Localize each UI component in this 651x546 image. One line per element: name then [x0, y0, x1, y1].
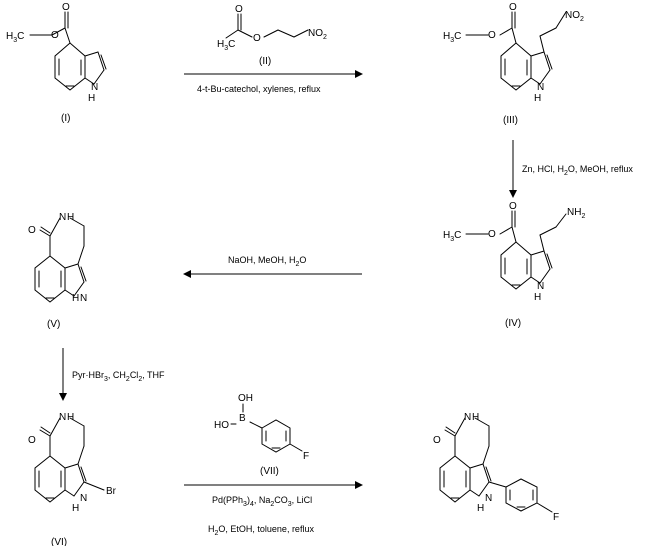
compound-III: H3C O O NO2 N H (III) — [443, 2, 584, 126]
arrow-step-2: Zn, HCl, H2O, MeOH, reflux — [509, 140, 633, 198]
f-label: F — [303, 451, 309, 462]
compound-I: H3C O O N H (I) — [6, 2, 107, 124]
h-label: H — [67, 212, 74, 223]
compound-III-label: (III) — [503, 115, 518, 126]
o-label: O — [433, 435, 441, 446]
compound-IV: H3C O O NH2 N H (IV) — [443, 201, 585, 329]
o-label: O — [509, 201, 517, 212]
compound-II-label: (II) — [259, 56, 271, 67]
oh-label: OH — [238, 393, 253, 404]
h3c-label: H3C — [443, 230, 461, 243]
h3c-label: H3C — [6, 31, 24, 44]
o-label: O — [235, 4, 243, 15]
n-label: N — [59, 212, 66, 223]
step1-conditions: 4-t-Bu-catechol, xylenes, reflux — [197, 84, 321, 94]
compound-V: O N H N H (V) — [28, 212, 87, 330]
o-label: O — [28, 225, 36, 236]
compound-IV-label: (IV) — [505, 318, 521, 329]
h-label: H — [67, 412, 74, 423]
o-label: O — [488, 30, 496, 41]
o-label: O — [51, 30, 59, 41]
nh2-label: NH2 — [567, 207, 585, 220]
h-label: H — [72, 503, 79, 514]
h-label: H — [72, 293, 79, 304]
o-label: O — [28, 435, 36, 446]
o-label: O — [253, 33, 261, 44]
compound-V-label: (V) — [47, 319, 60, 330]
f-label: F — [553, 512, 559, 523]
reagent-II: H3C O O NO2 (II) — [217, 4, 327, 67]
h-label: H — [534, 292, 541, 303]
compound-I-label: (I) — [61, 113, 70, 124]
compound-VI: O N H Br N H (VI) — [28, 412, 117, 546]
step2-conditions: Zn, HCl, H2O, MeOH, reflux — [522, 164, 633, 177]
n-label: N — [59, 412, 66, 423]
reagent-VII: OH B HO F (VII) — [214, 393, 309, 477]
step3-conditions: NaOH, MeOH, H2O — [228, 255, 306, 268]
n-label: N — [464, 412, 471, 423]
compound-product: O N H N H F — [433, 412, 559, 523]
n-label: N — [537, 281, 544, 292]
n-label: N — [80, 493, 87, 504]
compound-VI-label: (VI) — [51, 537, 67, 546]
step5-conditions-line1: Pd(PPh3)4, Na2CO3, LiCl — [212, 495, 312, 508]
o-label: O — [488, 229, 496, 240]
ho-label: HO — [214, 420, 229, 431]
arrow-step-4: Pyr·HBr3, CH2Cl2, THF — [59, 348, 165, 401]
h-label: H — [88, 93, 95, 104]
b-label: B — [239, 413, 246, 424]
o-label: O — [62, 2, 70, 13]
step5-conditions-line2: H2O, EtOH, toluene, reflux — [208, 524, 314, 537]
h-label: H — [534, 93, 541, 104]
br-label: Br — [106, 486, 117, 497]
arrow-step-5: Pd(PPh3)4, Na2CO3, LiCl H2O, EtOH, tolue… — [184, 481, 363, 537]
step4-conditions: Pyr·HBr3, CH2Cl2, THF — [72, 370, 165, 383]
n-label: N — [80, 293, 87, 304]
no2-label: NO2 — [565, 10, 584, 23]
h-label: H — [477, 503, 484, 514]
h3c-label: H3C — [443, 31, 461, 44]
h-label: H — [472, 412, 479, 423]
no2-label: NO2 — [308, 28, 327, 41]
o-label: O — [509, 2, 517, 13]
n-label: N — [537, 82, 544, 93]
compound-VII-label: (VII) — [260, 466, 279, 477]
arrow-step-1: 4-t-Bu-catechol, xylenes, reflux — [184, 70, 363, 94]
n-label: N — [91, 82, 98, 93]
h3c-label: H3C — [217, 39, 235, 52]
arrow-step-3: NaOH, MeOH, H2O — [183, 255, 362, 278]
n-label: N — [485, 493, 492, 504]
